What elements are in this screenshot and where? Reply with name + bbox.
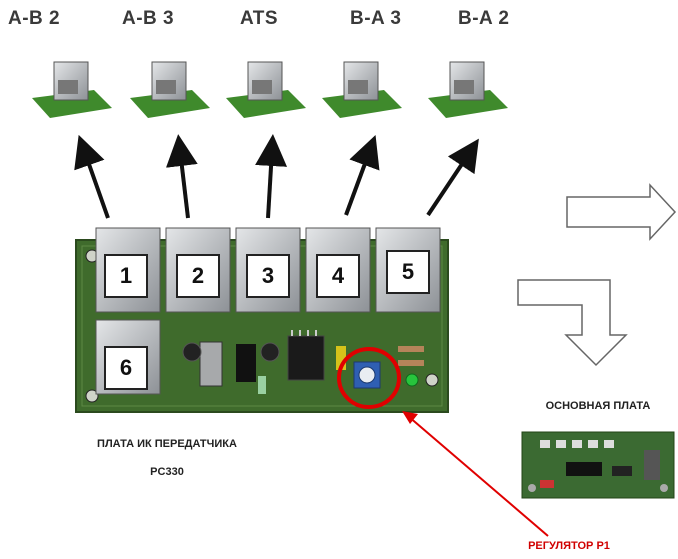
ir-module-2 xyxy=(130,61,210,118)
arrow-4 xyxy=(344,134,380,216)
main-board-title: ОСНОВНАЯ ПЛАТА xyxy=(545,400,651,412)
port-label-6: 6 xyxy=(104,346,148,390)
port-label-5: 5 xyxy=(386,250,430,294)
transmitter-board-model: PC330 xyxy=(150,466,184,478)
regulator-pointer-arrowhead xyxy=(402,411,418,424)
main-board-image xyxy=(521,431,675,499)
transmitter-board-title: ПЛАТА ИК ПЕРЕДАТЧИКА xyxy=(97,438,237,450)
arrow-5 xyxy=(426,138,479,217)
ir-module-1 xyxy=(32,61,112,118)
regulator-highlight xyxy=(337,347,401,409)
hollow-bent-arrow xyxy=(517,279,628,367)
arrow-3 xyxy=(255,134,288,219)
output-label-ats: ATS xyxy=(240,8,279,29)
arrow-1 xyxy=(74,134,110,219)
output-label-ab2: A-B 2 xyxy=(8,8,61,29)
port-label-2: 2 xyxy=(176,254,220,298)
regulator-pointer-line xyxy=(407,415,549,537)
port-label-3: 3 xyxy=(246,254,290,298)
port-label-1: 1 xyxy=(104,254,148,298)
output-label-ba2: B-A 2 xyxy=(458,8,510,29)
port-label-4: 4 xyxy=(316,254,360,298)
output-label-ab3: A-B 3 xyxy=(122,8,175,29)
output-label-ba3: B-A 3 xyxy=(350,8,402,29)
ir-module-4 xyxy=(322,61,402,118)
ir-module-5 xyxy=(428,61,508,118)
arrow-2 xyxy=(165,134,198,219)
regulator-label: РЕГУЛЯТОР Р1 xyxy=(528,540,610,552)
hollow-right-arrow xyxy=(566,183,677,241)
ir-module-3 xyxy=(226,61,306,118)
